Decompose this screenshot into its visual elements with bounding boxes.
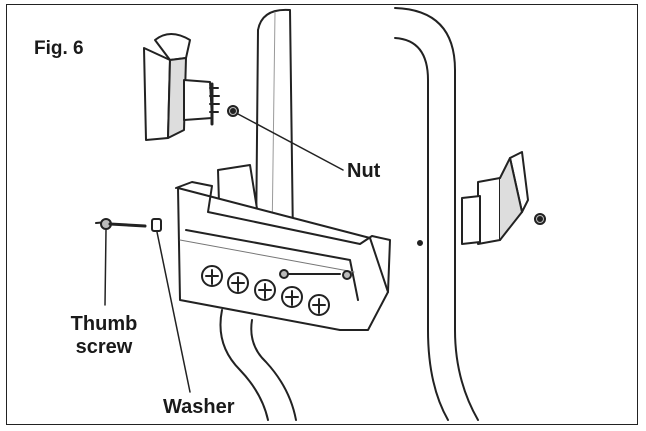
upper-bracket <box>143 33 220 141</box>
washer <box>151 218 162 232</box>
figure-title: Fig. 6 <box>34 38 84 59</box>
frame-tube <box>394 7 479 421</box>
cord-knobs <box>201 265 330 316</box>
figure-frame <box>6 4 638 425</box>
nut-right <box>534 213 546 225</box>
thumb-screw <box>95 218 147 230</box>
thumb-screw-label: Thumb screw <box>56 313 152 359</box>
main-bracket <box>175 164 391 331</box>
washer-label: Washer <box>163 396 235 418</box>
lower-tube <box>219 309 297 421</box>
nut-label: Nut <box>347 160 381 182</box>
bracket-bolt <box>279 269 352 280</box>
right-hook <box>461 151 529 245</box>
nut-upper <box>227 105 239 117</box>
handle-tube <box>255 8 294 246</box>
thumb-screw-label-line2: screw <box>75 336 133 358</box>
thumb-screw-label-line1: Thumb <box>70 313 138 335</box>
